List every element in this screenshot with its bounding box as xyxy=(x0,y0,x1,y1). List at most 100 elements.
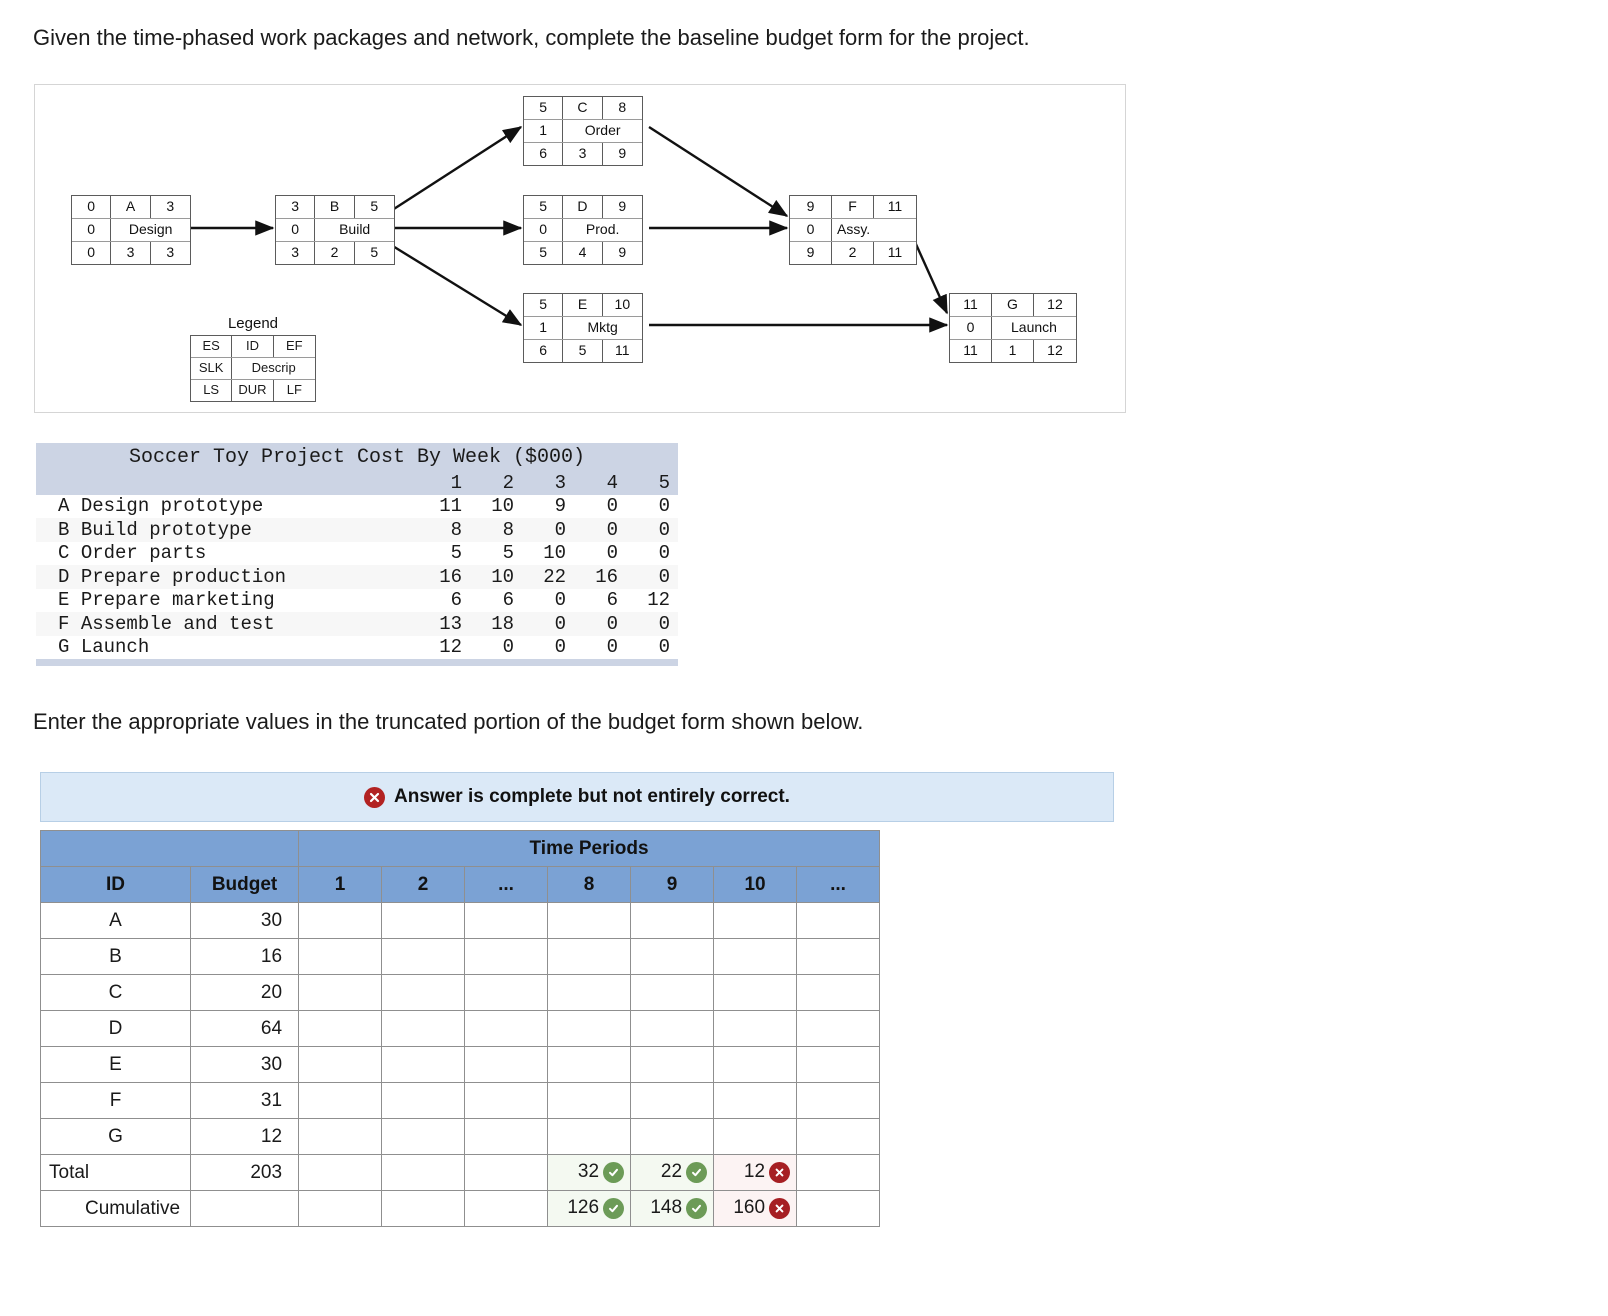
node-g-slk: 0 xyxy=(950,317,992,339)
budget-row-c-pend[interactable] xyxy=(796,974,881,1011)
legend-ls: LS xyxy=(191,380,233,401)
budget-total-pend[interactable] xyxy=(796,1154,881,1191)
budget-row-a-budget: 30 xyxy=(190,902,300,939)
budget-row-c-p2[interactable] xyxy=(381,974,466,1011)
cost-row-c-label: C Order parts xyxy=(58,542,207,565)
budget-row-c-p10[interactable] xyxy=(713,974,798,1011)
budget-cumulative-pend[interactable] xyxy=(796,1190,881,1227)
budget-column-header-row: ID Budget 1 2 ... 8 9 10 ... xyxy=(39,866,881,903)
check-icon xyxy=(686,1197,708,1219)
budget-row-e-p9[interactable] xyxy=(630,1046,715,1083)
budget-row-f-p8[interactable] xyxy=(547,1082,632,1119)
budget-row-g-id: G xyxy=(39,1118,192,1155)
budget-row-c-p8[interactable] xyxy=(547,974,632,1011)
network-node-a: 0 A 3 0 Design 0 3 3 xyxy=(71,195,191,265)
budget-row-b-p1[interactable] xyxy=(298,938,383,975)
budget-row-c-p1[interactable] xyxy=(298,974,383,1011)
budget-total-p8[interactable]: 32 xyxy=(547,1154,632,1191)
budget-row-b: B 16 xyxy=(39,938,881,975)
node-d-slk: 0 xyxy=(524,219,564,241)
budget-row-f-p9[interactable] xyxy=(630,1082,715,1119)
budget-row-a: A 30 xyxy=(39,902,881,939)
budget-total-p2[interactable] xyxy=(381,1154,466,1191)
budget-cumulative-pmid[interactable] xyxy=(464,1190,549,1227)
budget-row-a-p9[interactable] xyxy=(630,902,715,939)
budget-row-e-pend[interactable] xyxy=(796,1046,881,1083)
budget-row-a-pmid[interactable] xyxy=(464,902,549,939)
node-f-ls: 9 xyxy=(790,242,832,264)
cost-row-g-label: G Launch xyxy=(58,636,150,659)
budget-total-p9[interactable]: 22 xyxy=(630,1154,715,1191)
budget-row-d-p2[interactable] xyxy=(381,1010,466,1047)
budget-row-e-p1[interactable] xyxy=(298,1046,383,1083)
budget-row-b-p9[interactable] xyxy=(630,938,715,975)
budget-total-p10-value: 12 xyxy=(743,1161,766,1183)
node-a-id: A xyxy=(111,196,151,218)
budget-row-c-p9[interactable] xyxy=(630,974,715,1011)
budget-row-g-p9[interactable] xyxy=(630,1118,715,1155)
budget-row-f-pmid[interactable] xyxy=(464,1082,549,1119)
node-d-lf: 9 xyxy=(618,244,627,260)
budget-row-g-p2[interactable] xyxy=(381,1118,466,1155)
budget-cumulative-p8[interactable]: 126 xyxy=(547,1190,632,1227)
node-a-slk: 0 xyxy=(72,219,112,241)
budget-cumulative-p2[interactable] xyxy=(381,1190,466,1227)
budget-row-d-p10[interactable] xyxy=(713,1010,798,1047)
budget-cumulative-p10[interactable]: 160 xyxy=(713,1190,798,1227)
cost-table-blank-header xyxy=(36,471,418,495)
budget-row-f-pend[interactable] xyxy=(796,1082,881,1119)
budget-row-g-pend[interactable] xyxy=(796,1118,881,1155)
budget-row-e-p10[interactable] xyxy=(713,1046,798,1083)
node-d-ls: 5 xyxy=(524,242,564,264)
budget-row-b-pmid[interactable] xyxy=(464,938,549,975)
budget-row-b-p8[interactable] xyxy=(547,938,632,975)
budget-row-g-p10[interactable] xyxy=(713,1118,798,1155)
cost-g-w4: 0 xyxy=(606,636,618,659)
budget-cumulative-p9[interactable]: 148 xyxy=(630,1190,715,1227)
budget-row-a-p8[interactable] xyxy=(547,902,632,939)
budget-row-b-p10[interactable] xyxy=(713,938,798,975)
budget-row-g-p1[interactable] xyxy=(298,1118,383,1155)
node-c-id: C xyxy=(563,97,603,119)
node-c-es: 5 xyxy=(524,97,564,119)
budget-row-e-pmid[interactable] xyxy=(464,1046,549,1083)
budget-row-c-id: C xyxy=(39,974,192,1011)
budget-row-d-p9[interactable] xyxy=(630,1010,715,1047)
budget-total-pmid[interactable] xyxy=(464,1154,549,1191)
budget-row-d-p8[interactable] xyxy=(547,1010,632,1047)
budget-row-f-p2[interactable] xyxy=(381,1082,466,1119)
budget-row-f-p1[interactable] xyxy=(298,1082,383,1119)
node-b-slk: 0 xyxy=(276,219,316,241)
budget-row-f-p10[interactable] xyxy=(713,1082,798,1119)
cost-b-w5: 0 xyxy=(658,518,670,541)
budget-row-d-p1[interactable] xyxy=(298,1010,383,1047)
budget-row-a-p1[interactable] xyxy=(298,902,383,939)
node-d-es: 5 xyxy=(524,196,564,218)
budget-row-d-pend[interactable] xyxy=(796,1010,881,1047)
budget-total-p1[interactable] xyxy=(298,1154,383,1191)
budget-row-a-p2[interactable] xyxy=(381,902,466,939)
budget-row-e-p2[interactable] xyxy=(381,1046,466,1083)
budget-row-e-p8[interactable] xyxy=(547,1046,632,1083)
answer-status-banner: Answer is complete but not entirely corr… xyxy=(40,772,1114,822)
node-b-lf: 5 xyxy=(370,244,379,260)
node-d-ef: 9 xyxy=(618,198,627,214)
node-f-descrip: Assy. xyxy=(836,221,871,237)
budget-row-b-pend[interactable] xyxy=(796,938,881,975)
budget-row-b-p2[interactable] xyxy=(381,938,466,975)
budget-row-g-p8[interactable] xyxy=(547,1118,632,1155)
node-a-ef: 3 xyxy=(166,198,175,214)
budget-row-a-pend[interactable] xyxy=(796,902,881,939)
node-e-dur: 5 xyxy=(563,340,603,362)
budget-row-d-pmid[interactable] xyxy=(464,1010,549,1047)
budget-total-p10[interactable]: 12 xyxy=(713,1154,798,1191)
network-node-d: 5 D 9 0 Prod. 5 4 9 xyxy=(523,195,643,265)
budget-row-a-p10[interactable] xyxy=(713,902,798,939)
budget-cumulative-p1[interactable] xyxy=(298,1190,383,1227)
network-node-f: 9 F 11 0 Assy. 9 2 11 xyxy=(789,195,917,265)
cost-row-c: C Order parts 5 5 10 0 0 xyxy=(36,542,678,566)
legend-slk: SLK xyxy=(191,358,233,379)
budget-row-g-pmid[interactable] xyxy=(464,1118,549,1155)
budget-row-c-pmid[interactable] xyxy=(464,974,549,1011)
legend-dur: DUR xyxy=(232,380,274,401)
